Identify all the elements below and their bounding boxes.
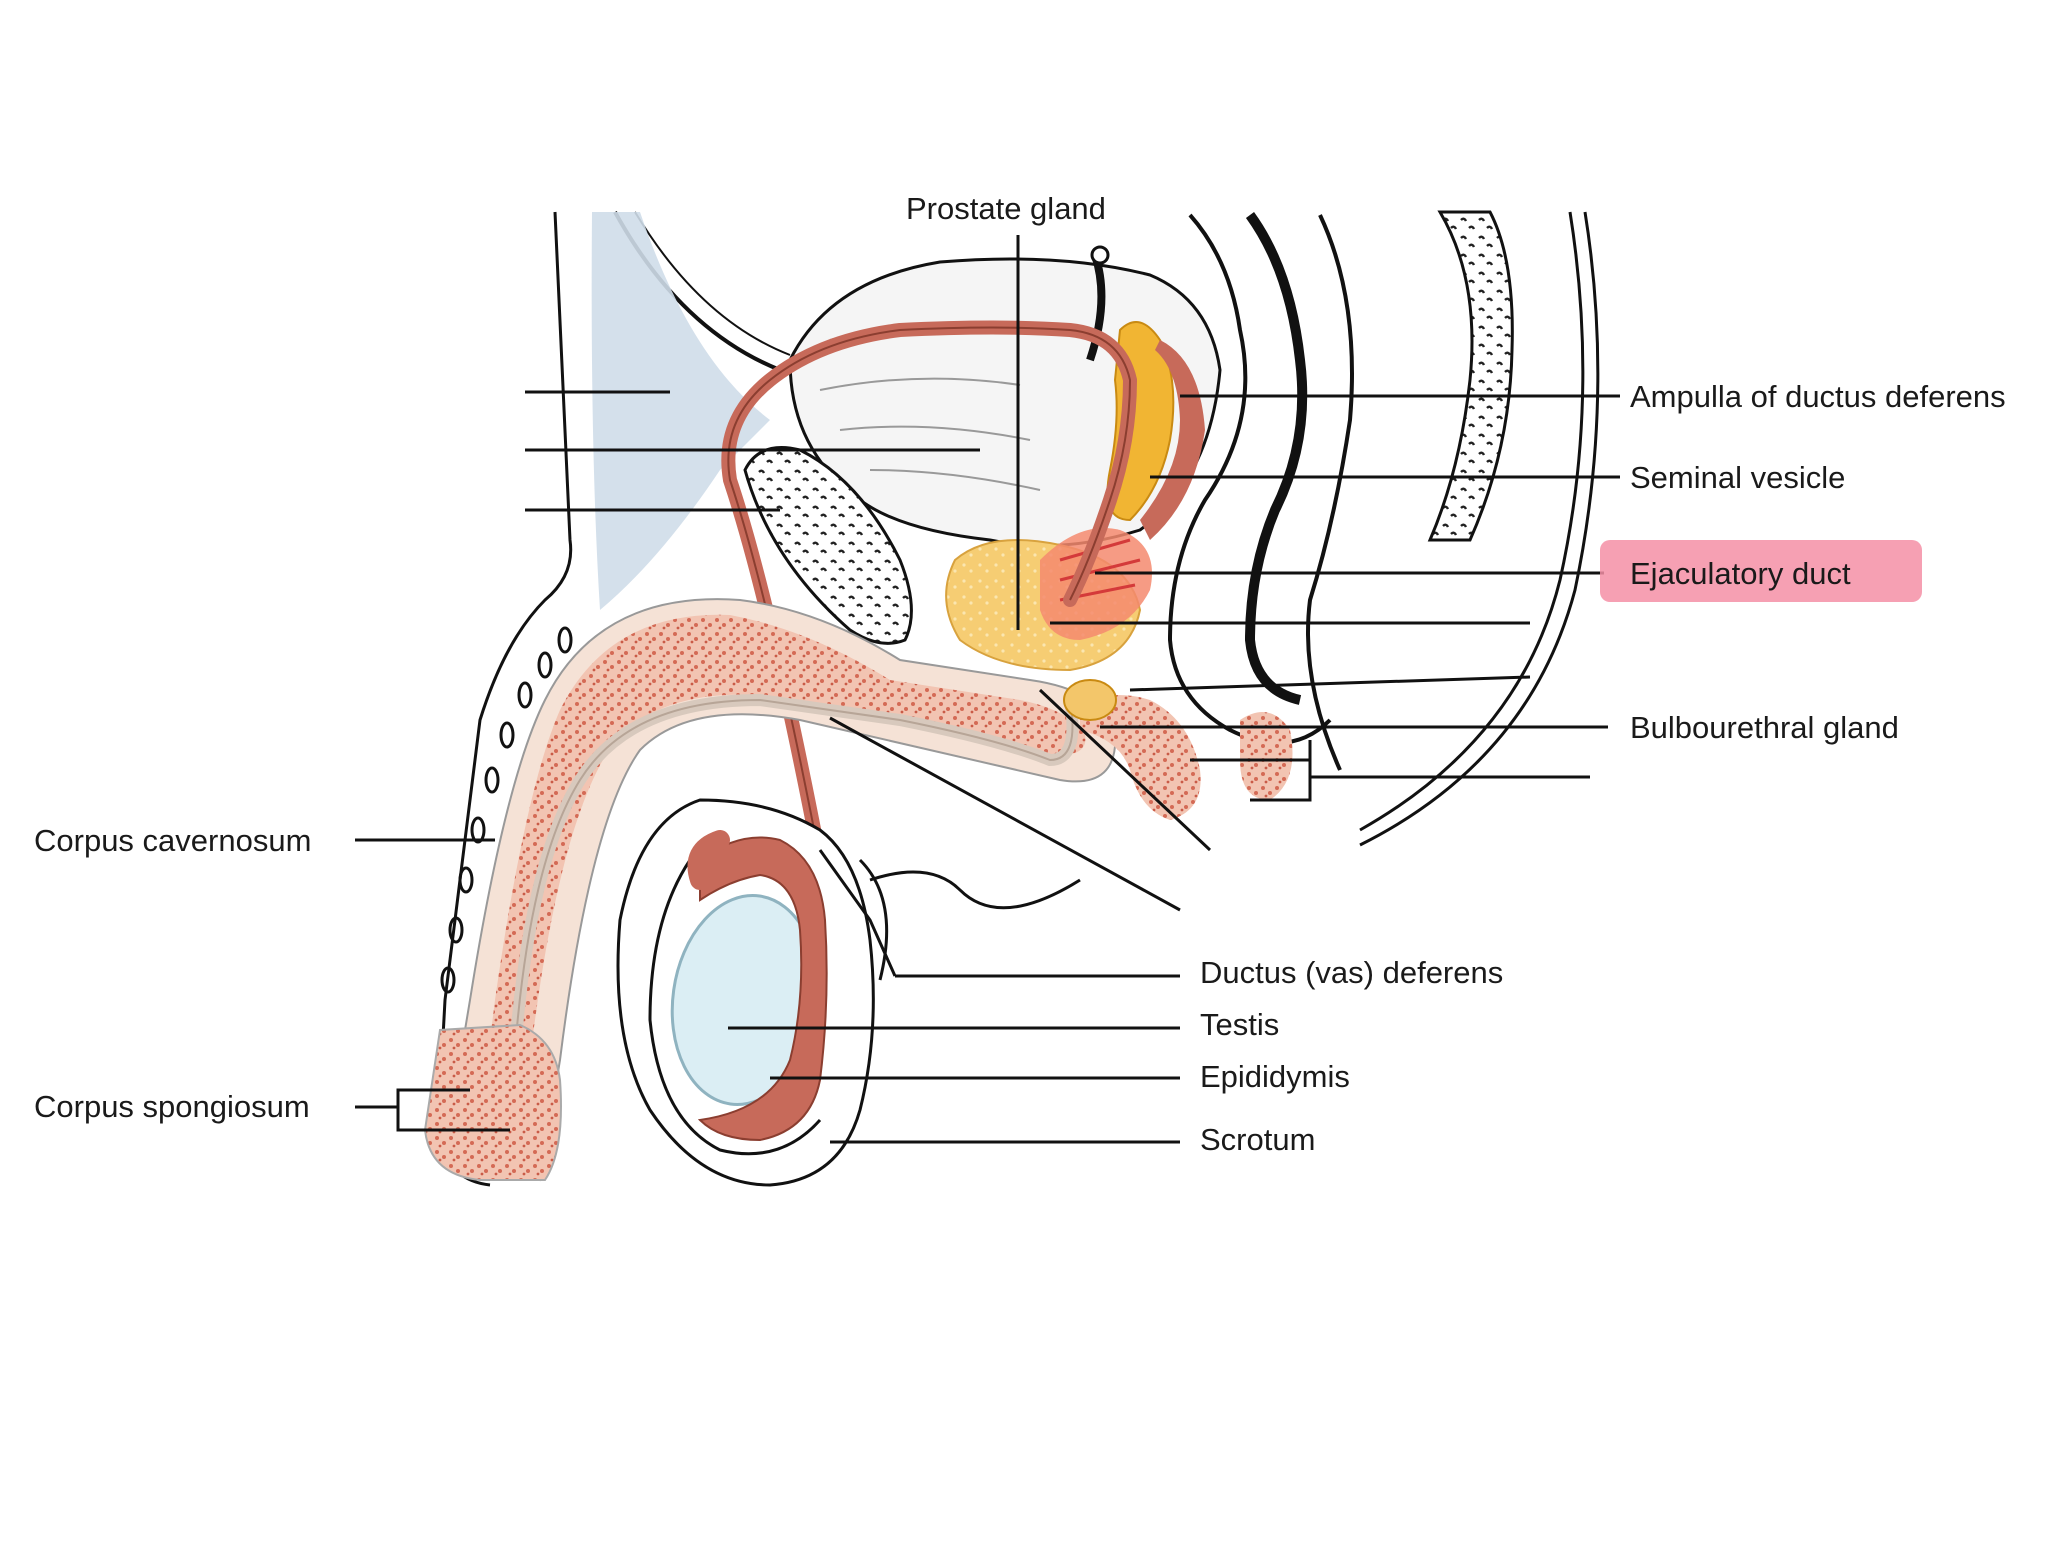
label-prostate-gland: Prostate gland bbox=[906, 191, 1106, 226]
label-epididymis: Epididymis bbox=[1200, 1059, 1350, 1094]
ampulla-shape bbox=[1140, 340, 1205, 540]
label-corpus-cavernosum: Corpus cavernosum bbox=[34, 823, 312, 858]
skin-loops bbox=[440, 626, 573, 994]
label-ejaculatory-duct: Ejaculatory duct bbox=[1630, 556, 1851, 591]
ejaculatory-duct-shape bbox=[1040, 528, 1152, 640]
epididymis-shape bbox=[697, 836, 828, 1142]
label-ductus-deferens: Ductus (vas) deferens bbox=[1200, 955, 1504, 990]
label-ampulla: Ampulla of ductus deferens bbox=[1630, 379, 2006, 414]
label-testis: Testis bbox=[1200, 1007, 1280, 1042]
label-seminal-vesicle: Seminal vesicle bbox=[1630, 460, 1846, 495]
label-corpus-spongiosum: Corpus spongiosum bbox=[34, 1089, 310, 1124]
corpus-spongiosum-shape bbox=[423, 1023, 562, 1181]
ureter bbox=[1086, 253, 1106, 362]
label-scrotum: Scrotum bbox=[1200, 1122, 1316, 1157]
ejaculatory-duct-highlight bbox=[1600, 540, 1922, 602]
bulbourethral-gland-shape bbox=[1063, 679, 1117, 721]
leader-lines bbox=[355, 235, 1620, 1144]
label-bulbourethral-gland: Bulbourethral gland bbox=[1630, 710, 1899, 745]
rectum bbox=[1167, 213, 1332, 745]
sacrum bbox=[1427, 210, 1514, 542]
